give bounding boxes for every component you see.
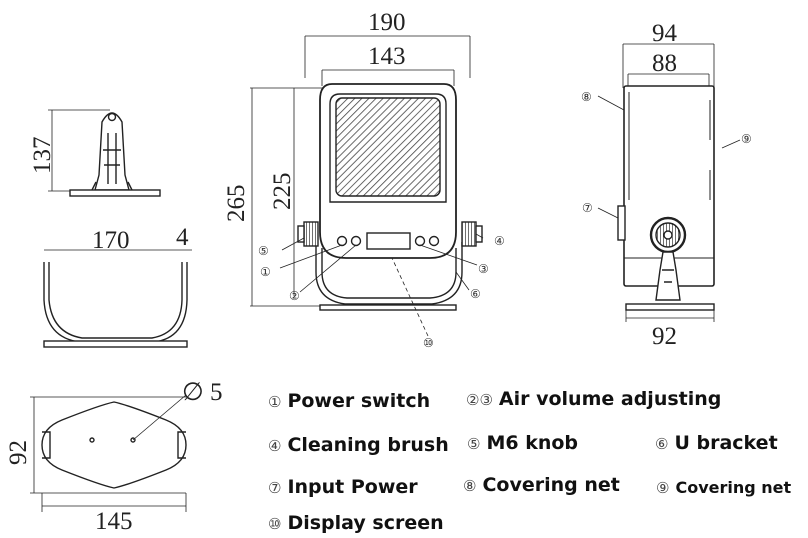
side-view <box>597 43 741 322</box>
legend-label: Covering net <box>675 478 792 497</box>
callout-6: ⑥ <box>470 287 481 301</box>
callout-3: ③ <box>478 262 489 276</box>
legend-number: ④ <box>268 437 282 455</box>
dim-side-inner-width: 88 <box>652 50 677 77</box>
callout-9: ⑨ <box>741 132 752 146</box>
dim-hole-diameter: ∅ 5 <box>182 379 223 406</box>
dim-side-outer-width: 94 <box>652 20 678 47</box>
callout-2: ② <box>289 289 300 303</box>
legend-number: ⑧ <box>463 477 477 495</box>
callout-7: ⑦ <box>582 201 593 215</box>
legend-input-power: ⑦ Input Power <box>268 476 418 498</box>
legend-covering-net-9: ⑨ Covering net <box>656 478 791 497</box>
dim-bracket-width: 170 <box>92 227 130 254</box>
dim-bracket-thickness: 4 <box>176 224 189 251</box>
legend-label: Air volume adjusting <box>498 388 722 410</box>
u-bracket-view <box>43 249 192 348</box>
legend-power-switch: ① Power switch <box>268 390 430 412</box>
legend-label: Display screen <box>287 512 444 534</box>
callout-10: ⑩ <box>423 336 434 350</box>
dim-stand-height: 137 <box>29 137 56 175</box>
legend-label: U bracket <box>674 432 778 454</box>
legend-label: Cleaning brush <box>287 434 449 456</box>
legend-number: ⑤ <box>467 435 481 453</box>
dim-top-width: 190 <box>368 9 406 36</box>
legend-label: Covering net <box>482 474 620 496</box>
legend-label: Power switch <box>287 390 431 412</box>
legend-u-bracket: ⑥ U bracket <box>655 432 778 454</box>
legend-number: ⑩ <box>268 515 282 533</box>
legend-air-volume: ②③ Air volume adjusting <box>466 388 721 410</box>
dim-total-height: 265 <box>223 185 250 223</box>
legend-number: ⑥ <box>655 435 669 453</box>
dim-inner-width: 143 <box>368 43 406 70</box>
legend-covering-net-8: ⑧ Covering net <box>463 474 620 496</box>
dim-side-bottom-width: 92 <box>652 323 677 350</box>
legend-number: ②③ <box>466 391 493 409</box>
legend-cleaning-brush: ④ Cleaning brush <box>268 434 449 456</box>
dim-inner-height: 225 <box>269 173 296 211</box>
legend-number: ① <box>268 393 282 411</box>
stand-side-view <box>48 109 161 197</box>
legend-display-screen: ⑩ Display screen <box>268 512 444 534</box>
callout-8: ⑧ <box>581 90 592 104</box>
front-view <box>250 35 484 337</box>
base-top-view <box>30 394 187 512</box>
callout-1: ① <box>260 265 271 279</box>
callout-5: ⑤ <box>258 244 269 258</box>
legend-number: ⑨ <box>656 479 670 497</box>
legend-label: Input Power <box>287 476 418 498</box>
dim-base-height: 92 <box>5 440 32 465</box>
callout-4: ④ <box>494 234 505 248</box>
legend-number: ⑦ <box>268 479 282 497</box>
legend-m6-knob: ⑤ M6 knob <box>467 432 578 454</box>
legend-label: M6 knob <box>486 432 579 454</box>
dim-base-width: 145 <box>95 508 133 535</box>
